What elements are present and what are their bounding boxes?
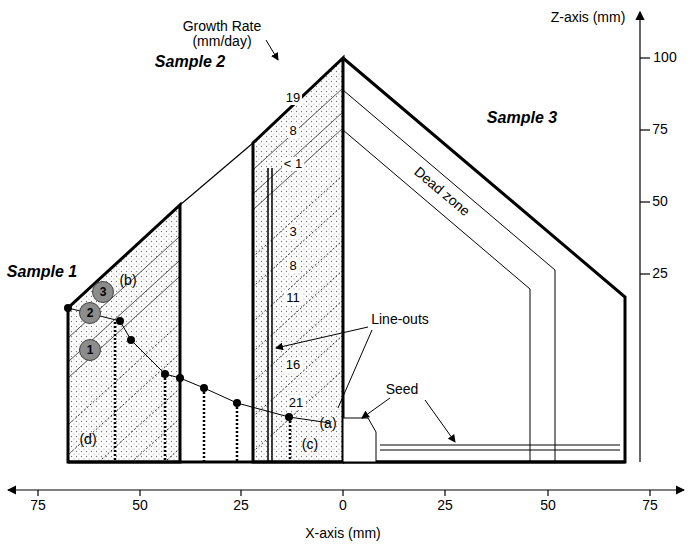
growth-contour — [0, 128, 343, 440]
growth-rate: 8 — [287, 259, 298, 273]
growth-contour — [0, 88, 343, 400]
growth-rate: 11 — [284, 291, 302, 305]
callout-letter: (c) — [302, 437, 318, 452]
axis-title: X-axis (mm) — [305, 526, 380, 541]
growth-contour — [0, 112, 343, 424]
tick-label: 25 — [652, 266, 668, 281]
tick-label: 0 — [339, 498, 347, 513]
axis-title: Growth Rate (mm/day) — [172, 19, 272, 50]
growth-rate: 16 — [284, 358, 302, 372]
growth-contour — [0, 175, 343, 487]
tick-label: 75 — [30, 498, 46, 513]
axis-title: Z-axis (mm) — [551, 10, 626, 25]
growth-rate: 21 — [287, 396, 305, 410]
point-marker: 1 — [79, 339, 101, 361]
growth-contour — [0, 205, 343, 517]
tick-label: 50 — [540, 498, 556, 513]
callout-letter: (b) — [119, 273, 136, 288]
growth-rate: < 1 — [282, 157, 304, 171]
callout-label: Line-outs — [371, 312, 429, 327]
callout-number: 1 — [87, 343, 94, 357]
growth-contour — [0, 240, 343, 551]
point-marker: 2 — [79, 302, 101, 324]
tick-label: 100 — [653, 50, 676, 65]
callout-letter: (d) — [79, 432, 96, 447]
growth-contour — [0, 270, 343, 551]
tick-label: 50 — [132, 498, 148, 513]
tick-label: 25 — [437, 498, 453, 513]
growth-contour — [0, 300, 343, 551]
sample-label: Sample 3 — [487, 109, 557, 127]
tick-label: 25 — [233, 498, 249, 513]
tick-label: 75 — [642, 498, 658, 513]
sample-label: Sample 1 — [7, 263, 77, 281]
tick-label: 75 — [652, 122, 668, 137]
callout-number: 2 — [87, 306, 94, 320]
growth-rate: 8 — [287, 124, 298, 138]
sample-label: Sample 2 — [155, 53, 225, 71]
point-marker: 3 — [92, 281, 114, 303]
callout-number: 3 — [100, 285, 107, 299]
callout-label: Seed — [386, 382, 419, 397]
callout-letter: (a) — [319, 416, 336, 431]
tick-label: 50 — [652, 194, 668, 209]
growth-contour — [0, 335, 343, 551]
growth-rate: 19 — [284, 91, 302, 105]
growth-rate: 3 — [287, 225, 298, 239]
